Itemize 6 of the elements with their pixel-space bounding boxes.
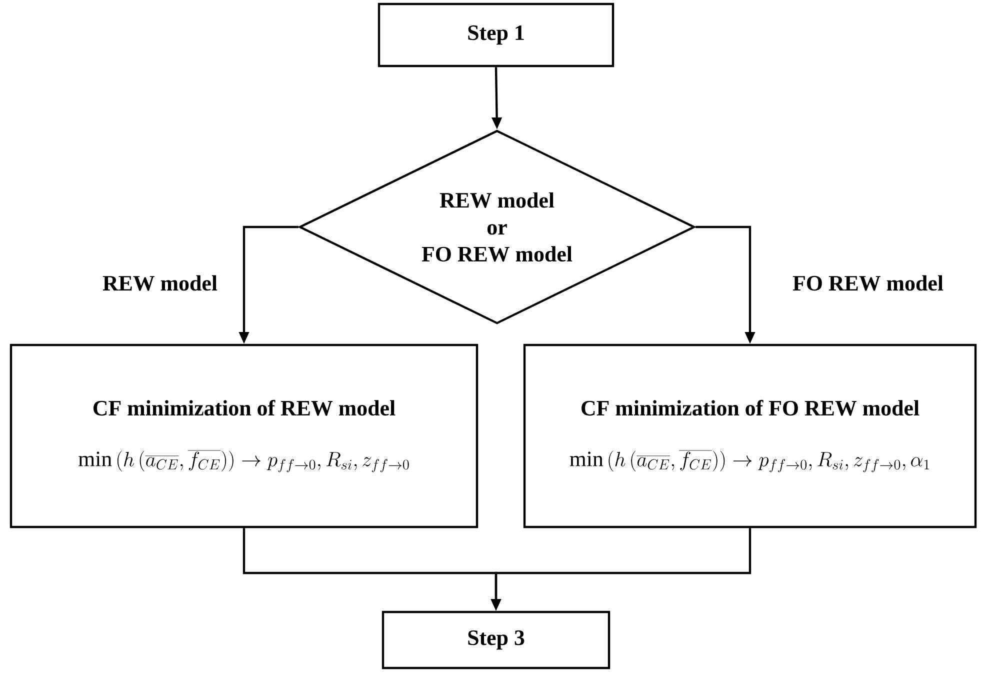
edge-label: REW model [100, 273, 220, 293]
process-box: CF minimization of FO REW model $\min\left(h\left(\overline{a_{CE}},\overline{f_{CE}}\right)\right)\rightarrow p_{ff\rightarrow 0},R_{si},z_{ff\rightarrow 0},\alpha_{1}$ [523, 344, 977, 528]
step-box: Step 1 [378, 2, 614, 68]
step-box: Step 3 [382, 610, 610, 670]
edge-label: FO REW model [790, 273, 946, 293]
process-box: CF minimization of REW model $\min\left(h\left(\overline{a_{CE}},\overline{f_{CE}}\right)\right)\rightarrow p_{ff\rightarrow 0},R_{si},z_{ff\rightarrow 0}$ [10, 344, 478, 528]
